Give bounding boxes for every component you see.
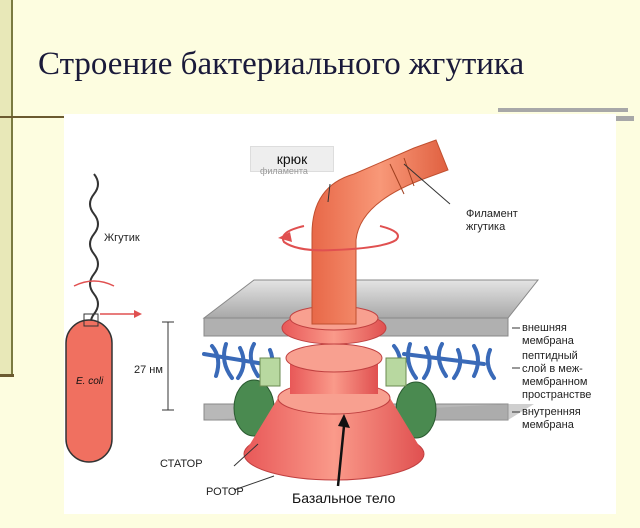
small-rotation-arrow — [73, 280, 115, 287]
filament-label-2: жгутика — [466, 221, 506, 233]
flagellum-label: Жгутик — [104, 232, 140, 244]
flagellum-wave — [89, 173, 99, 329]
peptide-label-2: слой в меж- — [522, 363, 583, 375]
size-label: 27 нм — [134, 364, 163, 376]
peptide-label-4: пространстве — [522, 389, 592, 401]
slide-accent-bar — [0, 0, 13, 376]
ecoli-zoom-box — [83, 313, 99, 327]
basal-body-label: Базальное тело — [292, 490, 396, 506]
flagellar-filament — [311, 139, 449, 325]
outer-membrane-label-1: внешняя — [522, 322, 567, 334]
slide-accent-tick — [0, 374, 14, 377]
rotor-label: РОТОР — [206, 486, 244, 498]
hook-label: крюк — [250, 146, 334, 172]
outer-membrane-label-2: мембрана — [522, 335, 574, 347]
ecoli-cell — [65, 319, 113, 463]
flagellum-figure — [64, 114, 616, 514]
ecoli-label: E. coli — [76, 376, 104, 387]
title-rule-end — [614, 116, 634, 121]
slide-title: Строение бактериального жгутика — [38, 46, 525, 82]
inner-membrane-label-1: внутренняя — [522, 406, 581, 418]
inner-membrane-label-2: мембрана — [522, 419, 574, 431]
hidden-filament-label: филамента — [260, 166, 308, 176]
title-rule — [498, 108, 628, 112]
filament-label-1: Филамент — [466, 208, 518, 220]
peptidoglycan-layer — [202, 342, 496, 380]
stator-label: СТАТОР — [160, 458, 203, 470]
slide-accent-line — [0, 116, 66, 118]
flagellum-diagram — [65, 139, 540, 491]
peptide-label-1: пептидный — [522, 350, 578, 362]
peptide-label-3: мембранном — [522, 376, 588, 388]
